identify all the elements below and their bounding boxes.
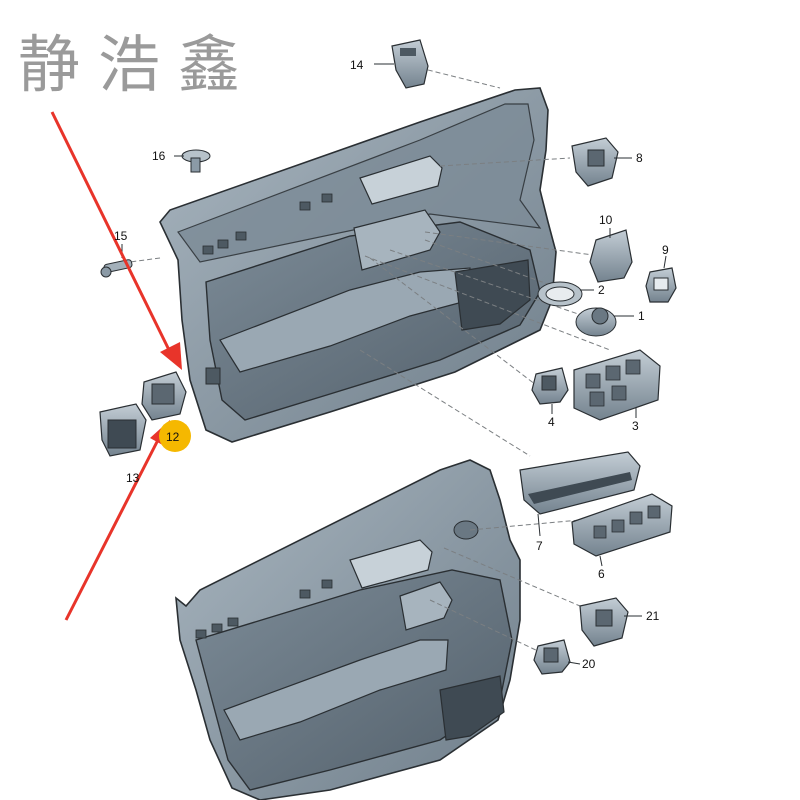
part-16-clip [181,149,211,173]
red-arrow-upper [50,111,172,353]
part-2-bezel [537,281,583,307]
callout-20: 20 [582,657,596,671]
callout-15: 15 [114,229,128,243]
part-8-mirror-switch [571,137,619,187]
part-7-trim-strip [519,451,641,515]
upper-door-window-frame [177,103,542,263]
callout-6: 6 [598,567,605,581]
part-3-window-switch-block [573,349,661,421]
lower-door-speaker-grille [439,675,505,741]
callout-1: 1 [638,309,645,323]
callout-2: 2 [598,283,605,297]
callout-4: 4 [548,415,555,429]
part-4-switch [531,367,569,405]
part-10-trim-cover [589,229,633,283]
red-arrowhead-upper [160,342,182,370]
lower-door-handle-recess [349,539,433,589]
upper-door-top-switch-row [202,193,333,255]
part-6-switch-panel [571,493,673,557]
leader-lines [129,67,611,653]
highlight-circle-12 [159,420,191,452]
callout-8: 8 [636,151,643,165]
lower-door-mirror-knob [453,520,479,540]
part-13-cover [99,403,147,457]
callout-14: 14 [350,58,364,72]
upper-door-handle-recess [359,155,443,205]
callout-numbers: 14 16 8 10 9 15 2 1 4 3 12 13 7 6 21 20 [114,58,669,671]
part-20-switch [533,639,571,675]
part-21-switch [579,597,629,647]
callout-3: 3 [632,419,639,433]
callout-9: 9 [662,243,669,257]
lower-door-top-switch-row [195,579,333,639]
callout-10: 10 [599,213,613,227]
callout-7: 7 [536,539,543,553]
part-9-switch [645,267,677,303]
callout-13: 13 [126,471,140,485]
upper-door-side-slot [205,367,221,385]
callout-12: 12 [166,430,180,444]
callout-21: 21 [646,609,660,623]
red-arrows [50,111,182,621]
red-arrow-lower [64,435,162,621]
upper-door-switch-pod [353,209,441,271]
upper-door-panel [159,87,557,443]
watermark-text: 静浩鑫 [18,28,258,101]
callout-16: 16 [152,149,166,163]
part-14-switch [391,39,429,89]
lower-door-armrest [223,639,449,741]
part-1-mirror-knob [575,307,617,337]
part-12-switch [141,371,187,421]
lower-door-panel [175,459,521,800]
